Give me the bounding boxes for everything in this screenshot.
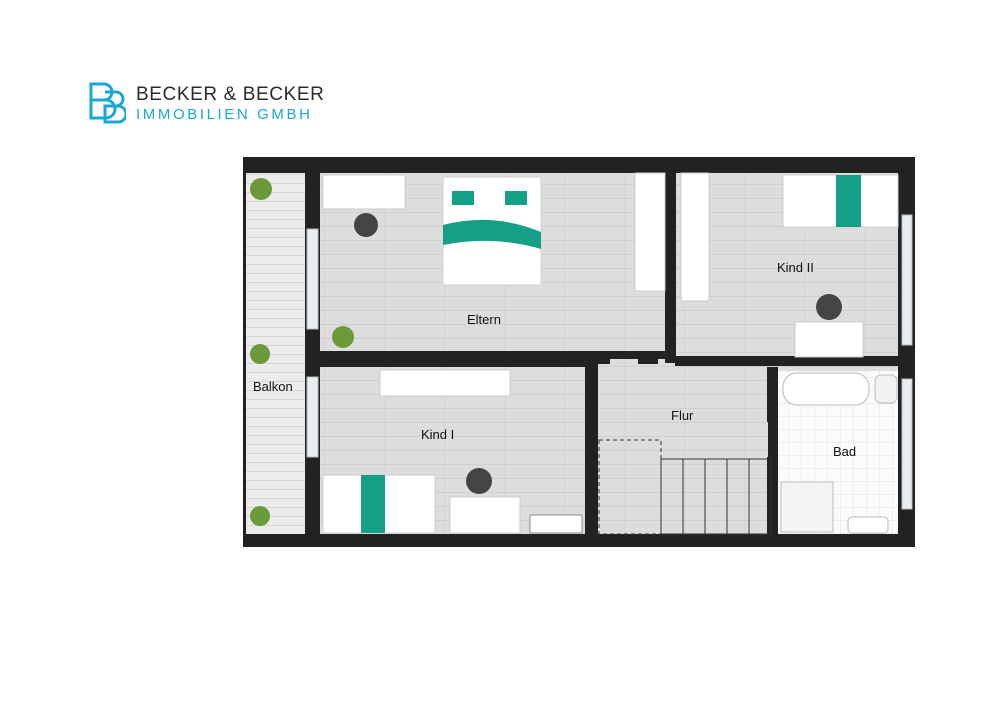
wardrobe (634, 172, 666, 292)
logo-company-subtitle: IMMOBILIEN GMBH (136, 106, 313, 123)
bed-blanket (361, 475, 385, 533)
room-label-flur: Flur (671, 408, 694, 423)
room-label-eltern: Eltern (467, 312, 501, 327)
wardrobe (379, 369, 511, 397)
shelf (529, 514, 583, 534)
sink (847, 516, 889, 534)
toilet (874, 374, 898, 404)
desk (449, 496, 521, 534)
bed-blanket (443, 219, 541, 249)
desk (794, 321, 864, 358)
company-logo: BECKER & BECKER IMMOBILIEN GMBH (88, 80, 368, 128)
chair (816, 294, 842, 320)
window (306, 228, 319, 330)
desk (322, 174, 406, 210)
wardrobe (680, 172, 710, 302)
logo-company-name: BECKER & BECKER (136, 84, 325, 105)
chair (354, 213, 378, 237)
plant-icon (250, 344, 270, 364)
room-label-kind-1: Kind I (421, 427, 454, 442)
chair (466, 468, 492, 494)
plant-icon (332, 326, 354, 348)
plant-icon (250, 178, 272, 200)
room-label-kind-2: Kind II (777, 260, 814, 275)
plant-icon (250, 506, 270, 526)
staircase (660, 458, 772, 535)
floor-plan: Eltern Kind II Kind I Flur Bad Balkon (243, 157, 915, 547)
bed-blanket (836, 175, 861, 227)
window (901, 214, 913, 346)
interior-wall (305, 173, 320, 537)
bb-monogram-icon (89, 82, 126, 124)
window (901, 378, 913, 510)
room-label-bad: Bad (833, 444, 856, 459)
bathtub (782, 372, 870, 406)
window (306, 376, 319, 458)
shower (780, 481, 834, 533)
room-label-balkon: Balkon (253, 379, 293, 394)
